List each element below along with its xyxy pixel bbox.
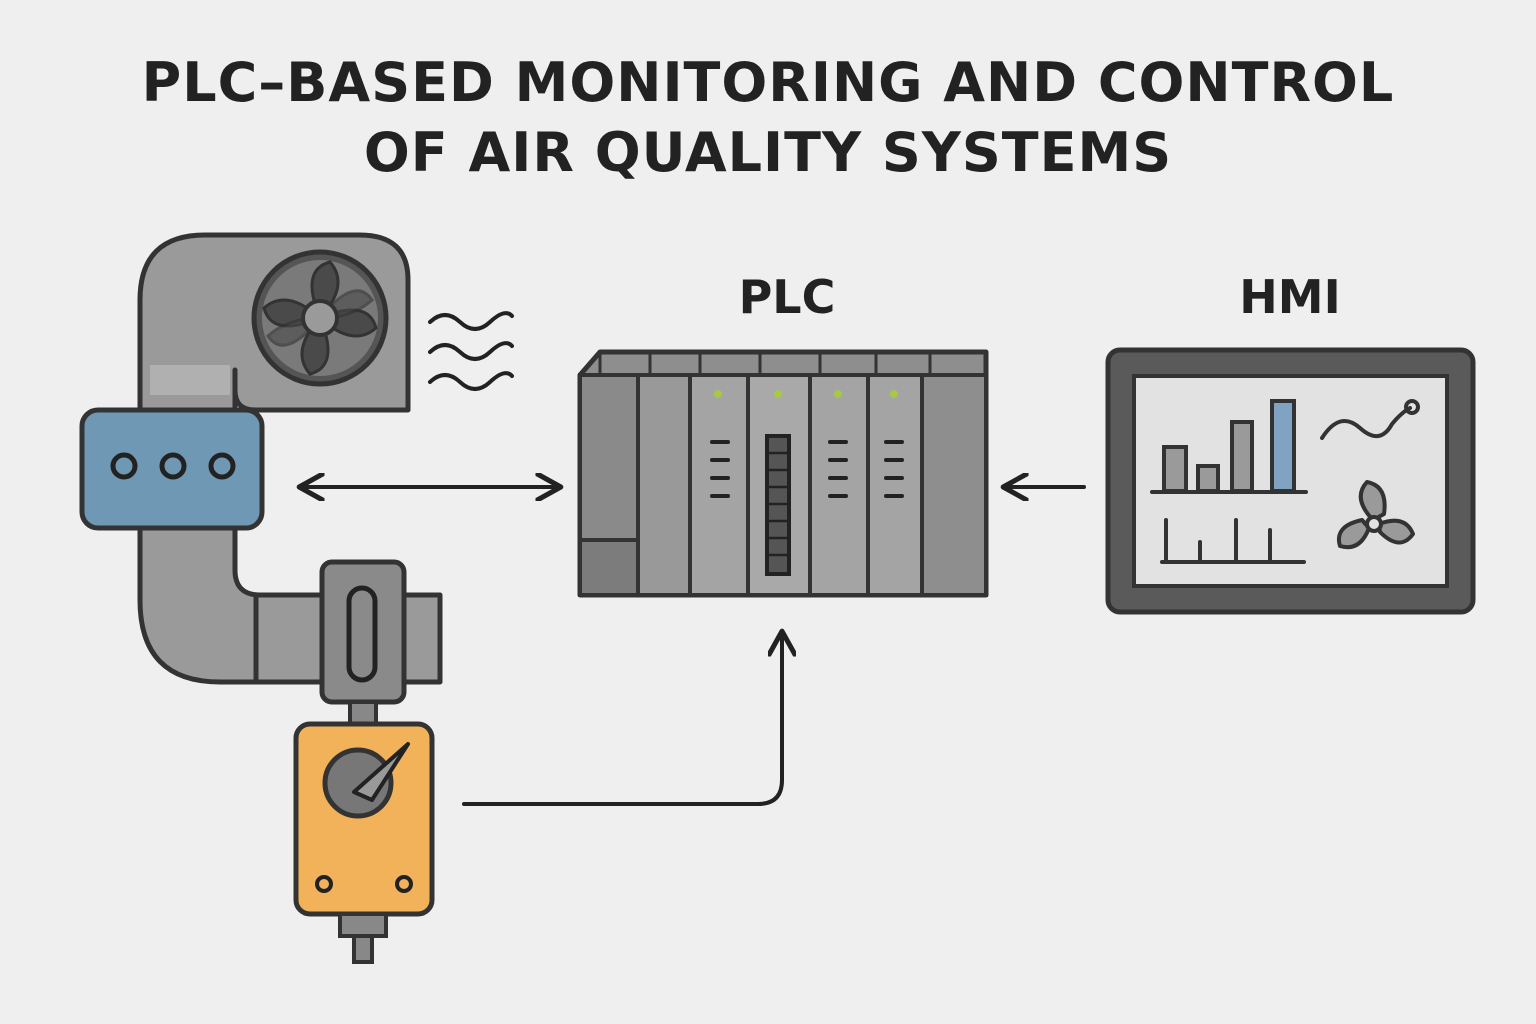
valve-icon (319, 559, 407, 728)
connections (302, 487, 1086, 806)
plc-rack-icon (577, 349, 989, 598)
io-slots (710, 440, 904, 498)
actuator-plc-arrow (462, 634, 782, 806)
hmi-screen-icon (1105, 347, 1476, 615)
title-line-1: PLC–BASED MONITORING AND CONTROL (141, 51, 1395, 114)
plc-label: PLC (738, 270, 836, 324)
sensor-icon (79, 407, 265, 531)
trend-icon (1320, 399, 1420, 440)
actuator (293, 721, 435, 964)
airflow-icon (428, 311, 514, 391)
title-line-2: OF AIR QUALITY SYSTEMS (363, 121, 1173, 184)
level-gauge-icon (1160, 518, 1306, 564)
diagram-title: PLC–BASED MONITORING AND CONTROL OF AIR … (0, 48, 1536, 188)
fan-icon (251, 249, 389, 387)
cpu-terminal-strip (765, 434, 791, 576)
gauge-icon (322, 742, 410, 819)
status-leds (714, 390, 898, 398)
fan-blade-icon (1337, 480, 1415, 550)
bar-chart-icon (1150, 399, 1308, 494)
hmi-label: HMI (1239, 270, 1341, 324)
